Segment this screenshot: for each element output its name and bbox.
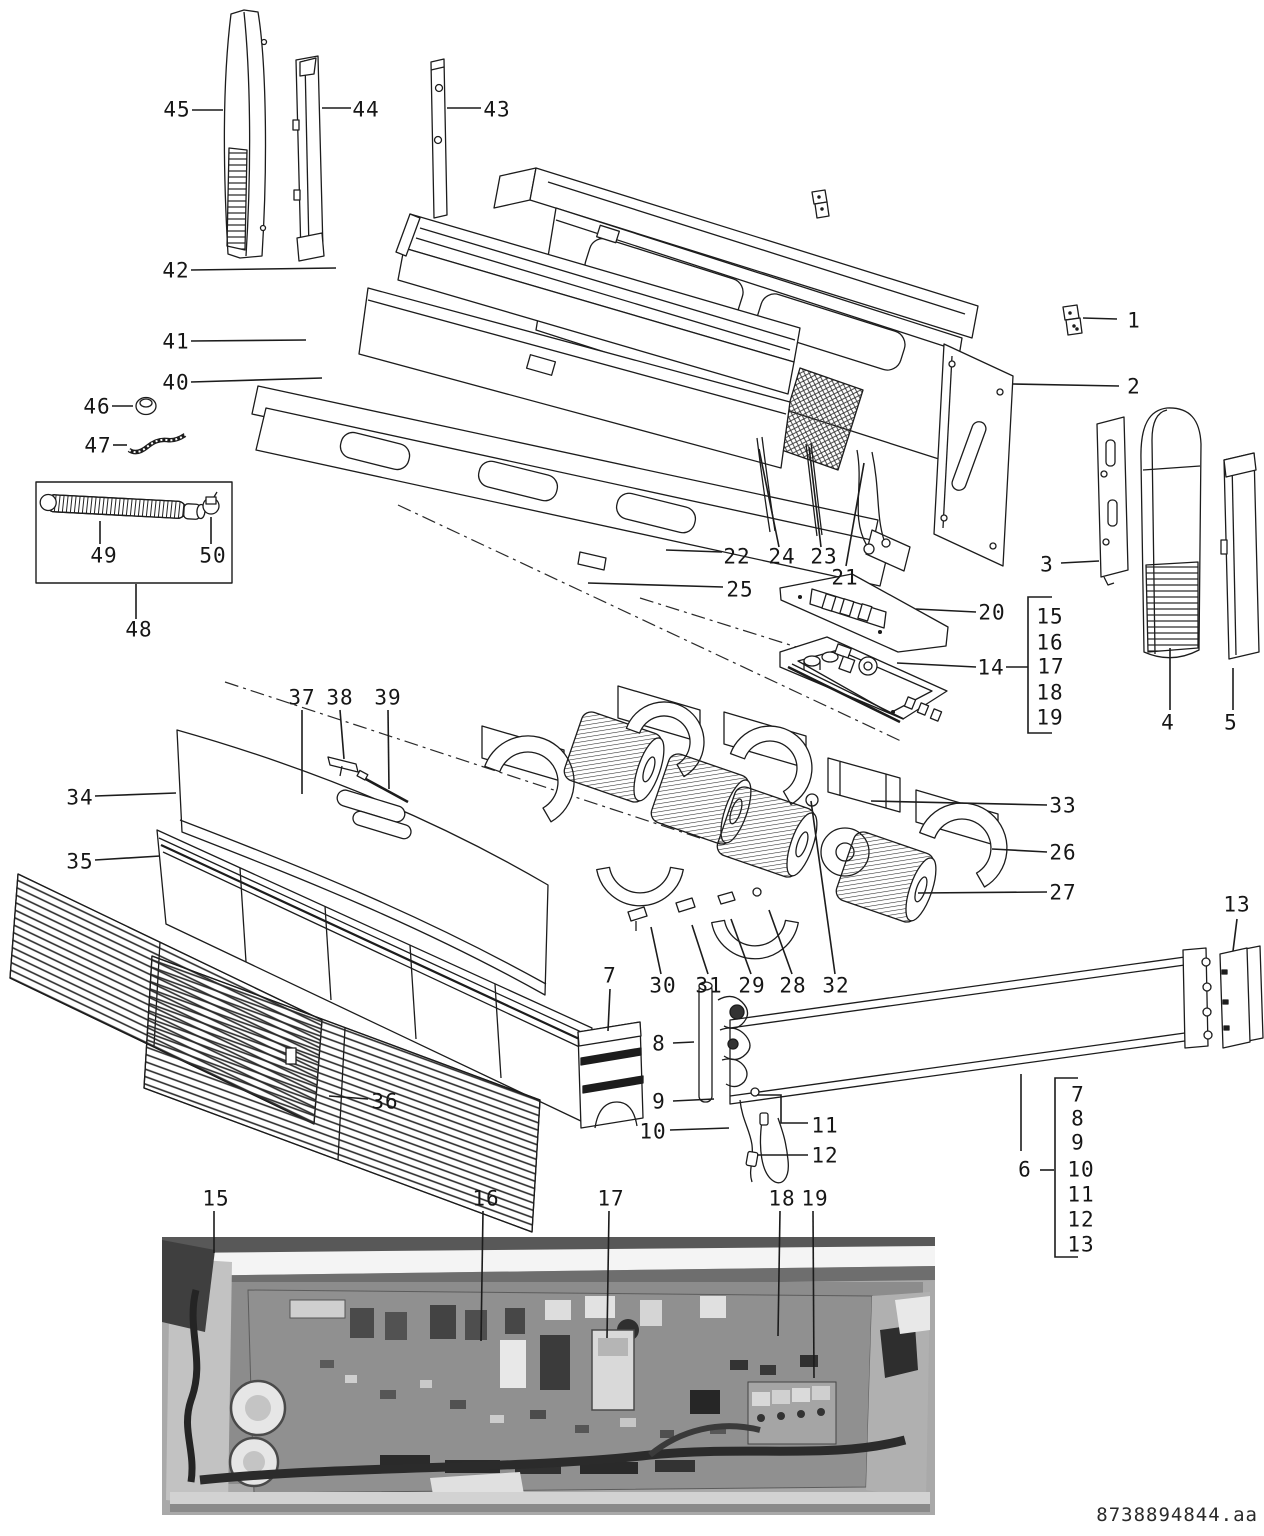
fan-scroll-housing [484, 735, 575, 823]
fan-support-feet [627, 887, 762, 931]
leader-line-33 [870, 800, 1048, 806]
leader-line-32 [810, 800, 836, 975]
part-7-bracket [577, 1021, 644, 1129]
part-48-kit-box [35, 481, 233, 584]
leader-line-8 [672, 1041, 695, 1044]
part-35-filter-frame [156, 829, 593, 1123]
part-50-clamp [202, 491, 220, 515]
part-36-inlet-grille-front [143, 955, 541, 1233]
part-43-mount-bracket [430, 58, 448, 219]
leader-line-3 [1060, 560, 1100, 564]
part-42-vane-assembly [395, 213, 801, 395]
part-22-base-plate [251, 385, 911, 587]
leader-line-30 [650, 926, 662, 975]
leader-line-40 [190, 377, 323, 383]
leader-line-39 [387, 709, 390, 790]
leader-line-18 [777, 1210, 781, 1337]
part-8-pipe-assembly [698, 981, 789, 1184]
fan-wheel [716, 786, 818, 878]
leader-line-34 [94, 792, 177, 797]
part-5-end-panel [1220, 452, 1260, 660]
leader-line-42 [190, 267, 337, 271]
fan-wheel [563, 711, 665, 803]
leader-line-9 [672, 1098, 715, 1102]
bracket-group-6 [1054, 1077, 1078, 1258]
clip-part [811, 189, 830, 219]
part-11-sensor [750, 1087, 760, 1097]
part-14-control-board-assembly [779, 636, 948, 724]
leader-line-2 [1012, 383, 1120, 387]
electronics-photo [162, 1237, 935, 1515]
leader-line-16 [480, 1210, 484, 1342]
part-46-cap [135, 396, 157, 416]
part-27-fan-wheel [835, 831, 937, 923]
leader-line-14a [896, 662, 977, 668]
leader-line-10 [669, 1127, 730, 1131]
leader-line-19 [812, 1210, 815, 1379]
part-2-side-plate [933, 343, 1014, 567]
part-1-clip [1062, 304, 1083, 336]
part-3-bracket [1096, 416, 1129, 586]
leader-line-20 [915, 608, 977, 613]
part-45-side-cover [223, 9, 268, 259]
leader-line-38 [339, 709, 345, 760]
part-20-control-box-cover [779, 573, 949, 653]
part-39-pin [356, 769, 409, 804]
part-4-end-cover [1140, 407, 1202, 659]
part-38-latch [327, 756, 359, 777]
leader-line-21 [845, 462, 865, 567]
part-47-hose [127, 433, 187, 455]
refrigerant-pipes [756, 436, 891, 555]
part-6-evaporator [729, 947, 1213, 1105]
part-44-side-panel [292, 55, 325, 262]
part-41-front-frame [358, 287, 791, 469]
document-code: 8738894844.aa [1096, 1504, 1258, 1526]
leader-line-7 [607, 988, 611, 1032]
leader-line-29 [730, 918, 752, 975]
leader-line-31 [691, 924, 709, 975]
part-10-capillary [739, 1099, 754, 1183]
leader-line-11 [757, 1094, 808, 1124]
leader-line-28 [768, 909, 793, 975]
chassis-assembly [251, 167, 1014, 587]
part-49-drain-hose [39, 493, 206, 520]
bracket-group-14 [1027, 596, 1052, 734]
leader-line-22 [665, 549, 723, 553]
leader-line-13 [1232, 918, 1238, 952]
leader-line-25 [587, 582, 724, 588]
fan-scroll-lower [711, 919, 799, 960]
leader-lines-layer [94, 107, 1238, 1379]
leader-line-36 [328, 1095, 369, 1100]
fan-scroll-lower [596, 866, 684, 907]
leader-line-1 [1082, 317, 1118, 320]
leader-line-24 [758, 448, 780, 548]
leader-line-27 [917, 891, 1048, 894]
part-34-front-panel [176, 729, 549, 996]
part-12-u-pipe [759, 1117, 789, 1184]
fan-blower-assembly [481, 685, 1008, 960]
part-13-pipe-clamp-plates [1219, 945, 1264, 1049]
leader-line-26 [991, 848, 1048, 853]
leader-line-23 [808, 446, 822, 548]
leader-line-17 [606, 1210, 610, 1339]
leader-line-41 [190, 339, 307, 342]
leader-line-35 [94, 855, 161, 861]
